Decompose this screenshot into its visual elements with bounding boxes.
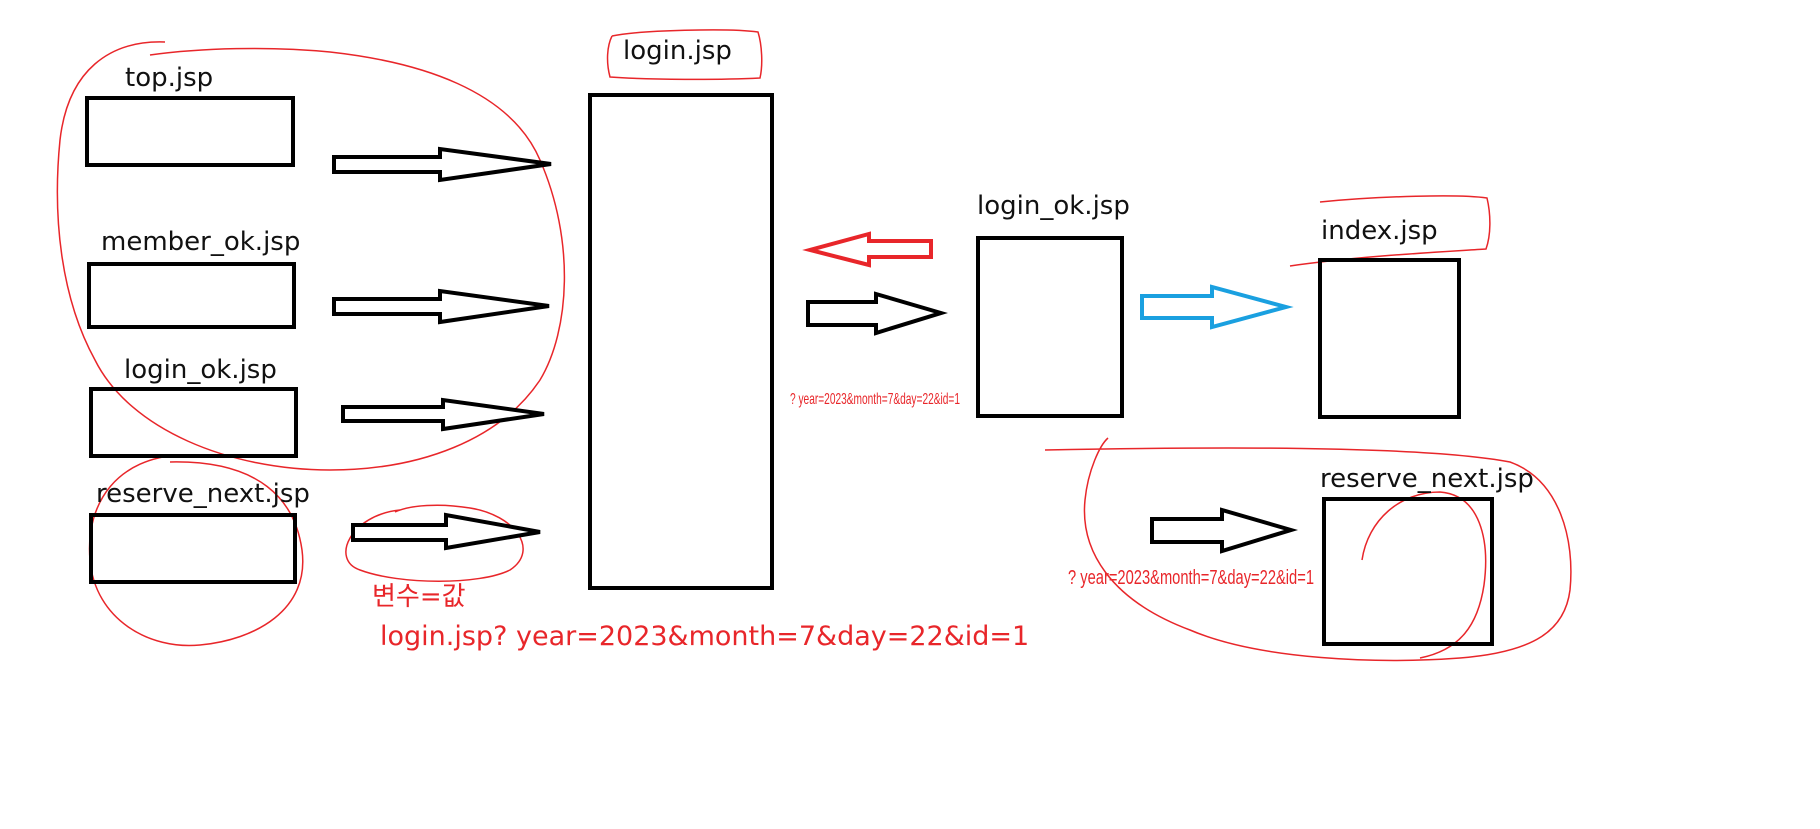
annotation-var-eq-val: 변수=값 (372, 582, 466, 612)
index-label-outline (1289, 195, 1491, 267)
annotation-query-mid: ? year=2023&month=7&day=22&id=1 (790, 391, 960, 408)
box-reserve-next-right (1322, 497, 1494, 646)
label-reserve-next-right: reserve_next.jsp (1320, 464, 1534, 494)
label-index: index.jsp (1321, 216, 1438, 246)
group-outline-right (1044, 437, 1572, 662)
box-member-ok (87, 262, 296, 329)
annotation-login-query: login.jsp? year=2023&month=7&day=22&id=1 (380, 621, 1029, 652)
arrow-login-to-login-ok (806, 291, 948, 336)
group-outline-left (56, 41, 566, 471)
label-member-ok: member_ok.jsp (101, 227, 300, 257)
box-index (1318, 258, 1461, 419)
label-login-ok-right: login_ok.jsp (977, 191, 1130, 221)
scribble-reserve-right (1361, 491, 1487, 659)
box-login-ok-right (976, 236, 1124, 418)
annotation-query-bottom: ? year=2023&month=7&day=22&id=1 (1068, 567, 1314, 589)
box-login-ok-left (89, 387, 298, 458)
box-top (85, 96, 295, 167)
label-login: login.jsp (623, 36, 732, 66)
group-outline-reserve-left (88, 454, 304, 647)
arrow-member-ok-to-login (332, 288, 550, 325)
group-outline-arrow (345, 504, 524, 582)
label-login-ok-left: login_ok.jsp (124, 355, 277, 385)
box-login (588, 93, 774, 590)
arrow-login-ok-to-index (1140, 284, 1294, 330)
arrow-login-ok-to-reserve-next (1150, 507, 1299, 554)
login-label-outline (606, 29, 763, 81)
arrow-reserve-next-to-login (351, 512, 541, 551)
arrow-top-to-login (332, 146, 552, 183)
label-top: top.jsp (125, 63, 213, 93)
arrow-login-ok-back-to-login (802, 231, 933, 268)
label-reserve-next-left: reserve_next.jsp (96, 479, 310, 509)
arrow-login-ok-to-login (341, 397, 545, 432)
box-reserve-next-left (89, 513, 297, 584)
